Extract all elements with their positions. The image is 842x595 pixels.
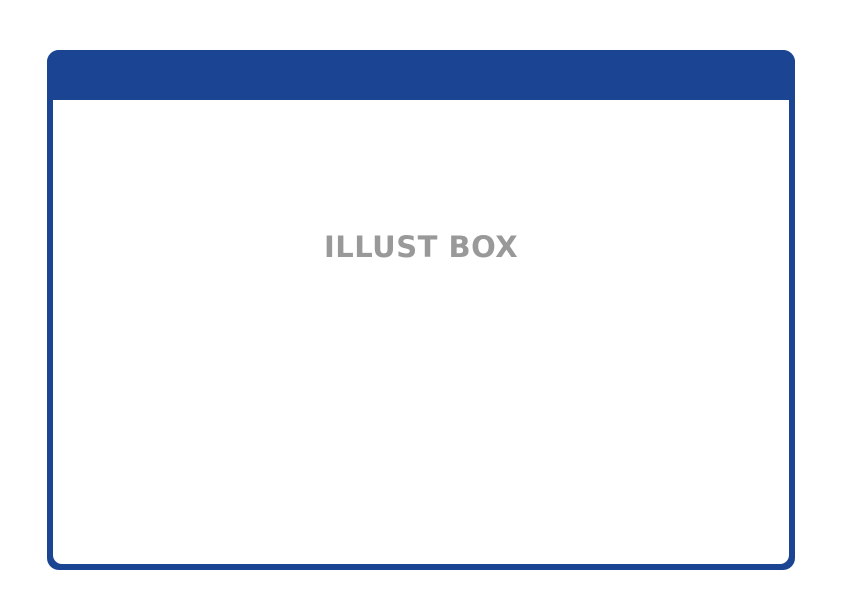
- content-panel: [53, 100, 789, 564]
- framed-box: [47, 50, 795, 570]
- watermark-text: ILLUST BOX: [323, 230, 519, 264]
- header-bar: [47, 50, 795, 100]
